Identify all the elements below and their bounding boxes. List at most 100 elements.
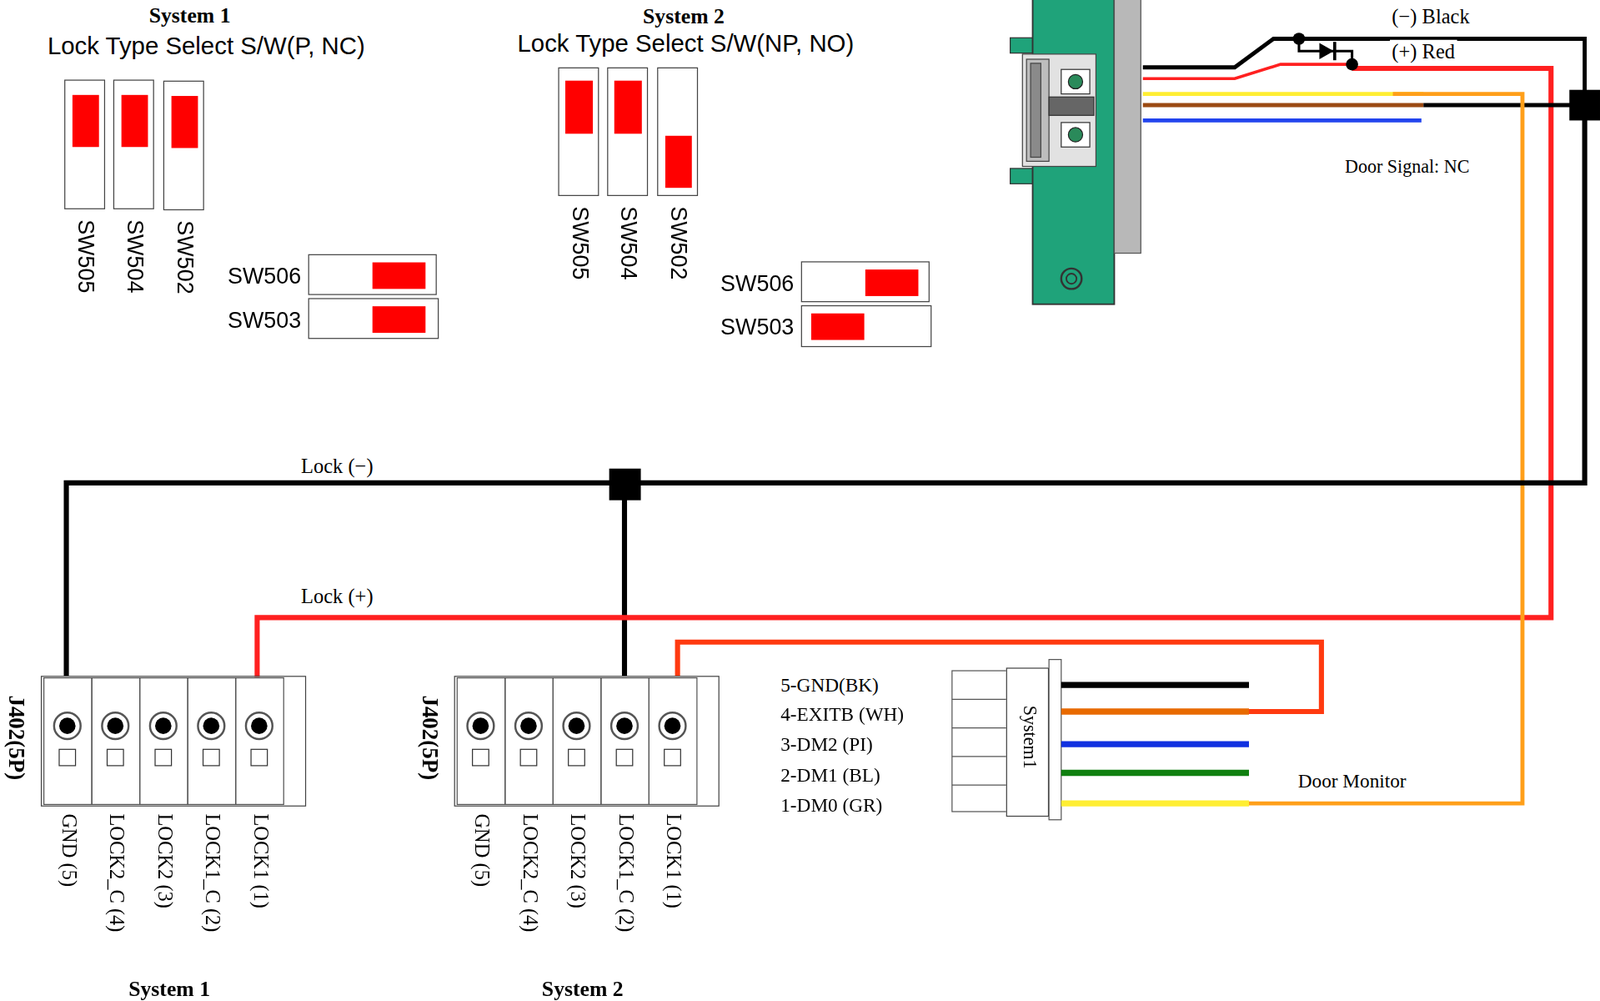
switch-label: SW503 bbox=[720, 314, 794, 341]
terminal-cell bbox=[505, 677, 554, 805]
terminal-screw bbox=[467, 712, 495, 739]
switch-slider bbox=[865, 269, 919, 296]
connector-leads bbox=[1061, 684, 1249, 803]
terminal-clamp bbox=[616, 748, 633, 766]
terminal-cell bbox=[235, 677, 285, 805]
pin-label: 4-EXITB (WH) bbox=[778, 702, 907, 726]
diode-bar bbox=[1333, 41, 1337, 61]
system-caption: System 2 bbox=[541, 976, 624, 1001]
switch-label: SW506 bbox=[720, 270, 794, 296]
terminal-screw bbox=[664, 717, 682, 734]
switch-label: SW503 bbox=[227, 306, 301, 333]
pin-name: LOCK2_C (4) bbox=[104, 812, 128, 932]
terminal-screw bbox=[611, 712, 638, 739]
pin-name: LOCK2_C (4) bbox=[517, 812, 542, 932]
terminal-clamp bbox=[155, 748, 172, 766]
switch-slider bbox=[72, 95, 100, 147]
junction-block bbox=[1569, 90, 1600, 121]
pin-name: GND (5) bbox=[56, 812, 81, 887]
diode-symbol bbox=[1319, 42, 1334, 60]
wire-joint bbox=[1345, 58, 1359, 71]
pin-label: 1-DM0 (GR) bbox=[778, 793, 885, 817]
terminal-clamp bbox=[664, 748, 682, 766]
wire-label: Lock (−) bbox=[299, 454, 376, 478]
switch-label: SW504 bbox=[615, 205, 642, 280]
terminal-screw bbox=[250, 717, 268, 734]
terminal-clamp bbox=[59, 748, 76, 766]
note-label: System 2 bbox=[641, 4, 728, 30]
note-label: (+) Red bbox=[1389, 40, 1458, 64]
switch-slider bbox=[372, 305, 427, 333]
terminal-cell bbox=[44, 677, 93, 805]
connector-name: J402(5P) bbox=[416, 694, 443, 780]
switch-slider bbox=[121, 95, 149, 147]
note-label: System 1 bbox=[146, 3, 233, 29]
terminal-clamp bbox=[107, 748, 125, 766]
terminal-block: J402(5P)GND (5)LOCK2_C (4)LOCK2 (3)LOCK1… bbox=[40, 675, 306, 807]
terminal-screw bbox=[54, 712, 81, 739]
terminal-screw bbox=[568, 717, 586, 734]
terminal-screw bbox=[59, 717, 76, 734]
terminal-clamp bbox=[250, 748, 268, 766]
connector-name: System1 bbox=[1018, 705, 1039, 769]
terminal-block: J402(5P)GND (5)LOCK2_C (4)LOCK2 (3)LOCK1… bbox=[454, 675, 720, 807]
lock-wires bbox=[256, 39, 1585, 804]
note-label: Door Monitor bbox=[1295, 769, 1409, 793]
terminal-cell bbox=[140, 677, 189, 805]
terminal-screw bbox=[515, 712, 542, 739]
terminal-cell bbox=[456, 677, 506, 805]
terminal-clamp bbox=[203, 748, 221, 766]
switch-box: SW505 bbox=[64, 79, 106, 209]
pin-name: LOCK1_C (2) bbox=[200, 812, 224, 932]
terminal-screw bbox=[155, 717, 172, 734]
connector-body: System1 bbox=[1006, 667, 1049, 817]
terminal-cell bbox=[187, 677, 236, 805]
switch-box: SW502 bbox=[657, 67, 698, 196]
junction-block bbox=[609, 468, 642, 501]
note-label: Lock Type Select S/W(P, NC) bbox=[45, 31, 367, 61]
lock-strike bbox=[1010, 0, 1142, 305]
terminal-screw bbox=[150, 712, 177, 739]
switch-label: SW502 bbox=[665, 205, 692, 280]
switch-slider bbox=[171, 95, 199, 148]
pin-name: LOCK1 (1) bbox=[662, 812, 686, 908]
system-caption: System 1 bbox=[128, 976, 211, 1001]
terminal-screw bbox=[659, 712, 687, 739]
switch-slider bbox=[372, 262, 427, 290]
terminal-cells bbox=[44, 677, 698, 805]
pin-label: 3-DM2 (PI) bbox=[778, 732, 875, 756]
switch-label: SW505 bbox=[566, 205, 592, 280]
switch-box: SW506 bbox=[801, 260, 930, 302]
switch-box: SW503 bbox=[308, 297, 440, 339]
terminal-screw bbox=[472, 717, 490, 734]
terminal-screw bbox=[203, 717, 221, 734]
switch-slider bbox=[614, 80, 643, 135]
terminal-clamp bbox=[520, 748, 537, 766]
terminal-screw bbox=[101, 712, 129, 739]
pin-name: LOCK1_C (2) bbox=[613, 812, 637, 932]
switch-label: SW502 bbox=[171, 220, 198, 294]
switch-label: SW506 bbox=[227, 262, 301, 289]
pin-name: GND (5) bbox=[470, 812, 494, 887]
pin-name: LOCK1 (1) bbox=[248, 812, 272, 908]
wire bbox=[66, 482, 625, 676]
connector-name: J402(5P) bbox=[3, 694, 30, 780]
terminal-screw bbox=[107, 717, 125, 734]
switch-label: SW505 bbox=[72, 219, 99, 293]
note-label: Door Signal: NC bbox=[1343, 155, 1472, 177]
switch-slider bbox=[811, 313, 865, 341]
pin-label: 5-GND(BK) bbox=[778, 673, 881, 697]
terminal-screw bbox=[197, 712, 225, 739]
switch-box: SW504 bbox=[606, 67, 648, 196]
note-label: Lock (+) bbox=[299, 584, 376, 608]
switch-label: SW504 bbox=[121, 219, 148, 293]
pin-name: LOCK2 (3) bbox=[152, 812, 176, 908]
terminal-screw bbox=[563, 712, 591, 739]
terminal-cell bbox=[91, 677, 141, 805]
connector-housing bbox=[952, 659, 1062, 820]
note-label: (−) Black bbox=[1389, 5, 1472, 29]
terminal-clamp bbox=[568, 748, 586, 766]
